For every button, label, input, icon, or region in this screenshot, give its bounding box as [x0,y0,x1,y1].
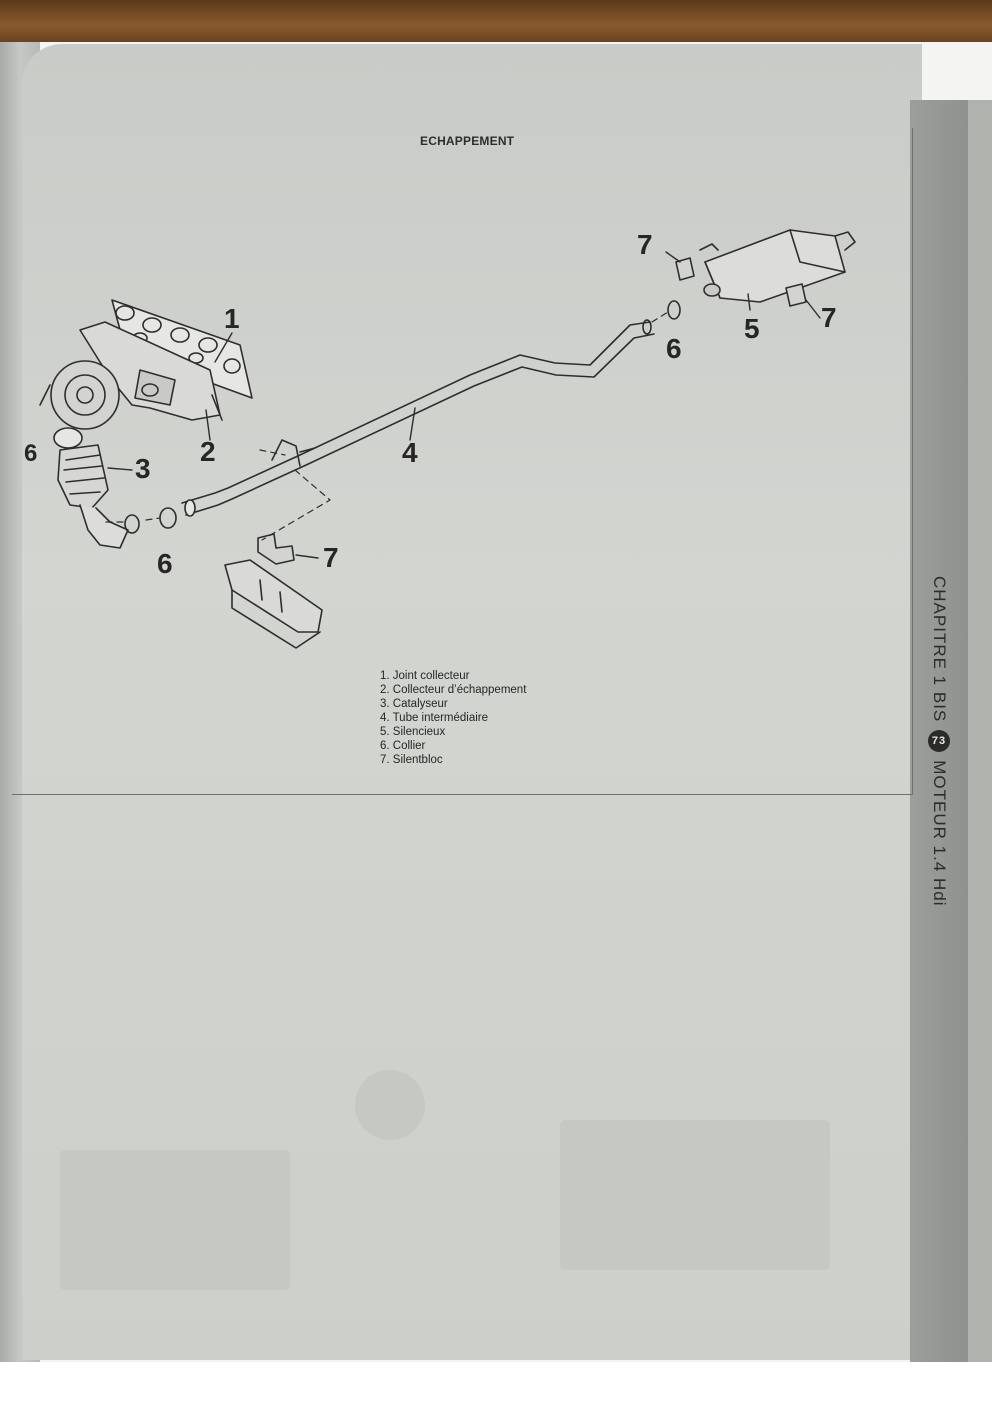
bottom-margin [0,1362,992,1404]
figure-legend: 1. Joint collecteur 2. Collecteur d’écha… [380,669,526,767]
callout-7-top: 7 [637,229,653,260]
show-through-shape [560,1120,830,1270]
chapter-tab: CHAPITRE 1 BIS 73MOTEUR 1.4 Hdi [928,576,960,946]
callout-3: 3 [135,453,151,484]
legend-item: 7. Silentbloc [380,754,443,766]
legend-item: 4. Tube intermédiaire [380,712,489,724]
callout-4: 4 [402,437,418,468]
show-through-shape [60,1150,290,1290]
heat-shield-drawing [224,559,323,649]
chapter-label: CHAPITRE 1 BIS [930,576,949,723]
figure-title: ECHAPPEMENT [420,134,515,148]
legend-item: 5. Silencieux [380,726,446,738]
callout-7-right: 7 [821,302,837,333]
collar-drawing [124,514,140,534]
legend-item: 3. Catalyseur [380,698,448,710]
book-edge [968,100,992,1362]
turbocharger-drawing [39,360,120,430]
intermediate-pipe-drawing [181,319,655,517]
collar-drawing [667,300,681,320]
callout-6-right: 6 [666,333,682,364]
legend-item: 2. Collecteur d’échappement [380,684,527,696]
section-label: MOTEUR 1.4 Hdi [930,760,949,907]
callout-6-center: 6 [157,548,173,579]
show-through-shape [355,1070,425,1140]
callout-1: 1 [224,303,240,334]
exhaust-manifold-drawing [79,321,223,421]
catalyst-drawing [53,427,129,549]
leader-lines [107,251,821,559]
callout-6-left: 6 [24,440,38,467]
callout-7-bottom: 7 [323,542,339,573]
collar-drawing [159,507,177,529]
figure-frame [12,128,913,795]
legend-item: 1. Joint collecteur [380,670,470,682]
background-wood [0,0,992,42]
callout-5: 5 [744,313,760,344]
legend-item: 6. Collier [380,740,426,752]
callout-2: 2 [200,436,216,467]
guide-lines [105,311,669,541]
silencer-drawing [699,229,856,303]
silentbloc-drawing [257,257,807,565]
page-number-badge: 73 [928,730,950,753]
